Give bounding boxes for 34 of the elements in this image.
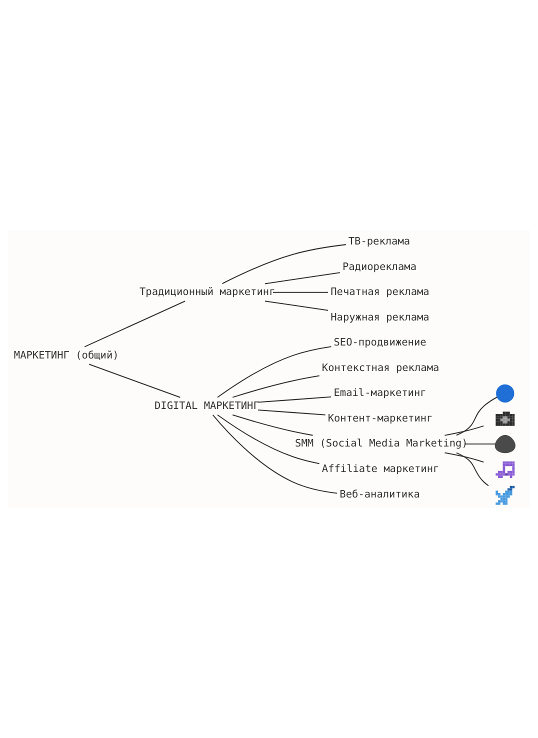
connector [258,396,332,403]
node-text: Традиционный маркетинг [139,286,276,298]
connector [212,414,338,494]
connector [88,364,180,398]
node-text: Веб-аналитика [340,488,420,500]
node-text: Email-маркетинг [334,387,426,400]
connector [232,375,320,398]
connector [258,409,326,416]
node-text: SEO-продвижение [334,336,426,349]
node-circle [496,384,514,403]
connector [444,452,484,463]
connector [272,292,328,293]
connector [456,396,498,436]
node-text: Наружная реклама [330,311,430,324]
node-text: Радиореклама [342,260,417,273]
node-text: SMM (Social Media Marketing) [295,438,468,450]
connector [464,444,496,445]
node-text: Affiliate маркетинг [322,462,440,475]
node-person [494,434,516,454]
node-text: ТВ-реклама [348,236,410,248]
connector [222,244,346,284]
connector [232,414,313,436]
connector [264,272,340,284]
node-text: Контекстная реклама [322,362,440,374]
node-text: Печатная реклама [330,286,430,298]
connector [84,300,186,348]
node-text: DIGITAL МАРКЕТИНГ [154,400,260,412]
connector [264,300,328,311]
node-text: Контент-маркетинг [328,412,433,424]
connector [217,414,320,464]
node-text: МАРКЕТИНГ (общий) [14,349,119,362]
connector [456,452,489,486]
connector [444,425,484,436]
connector [217,346,332,398]
